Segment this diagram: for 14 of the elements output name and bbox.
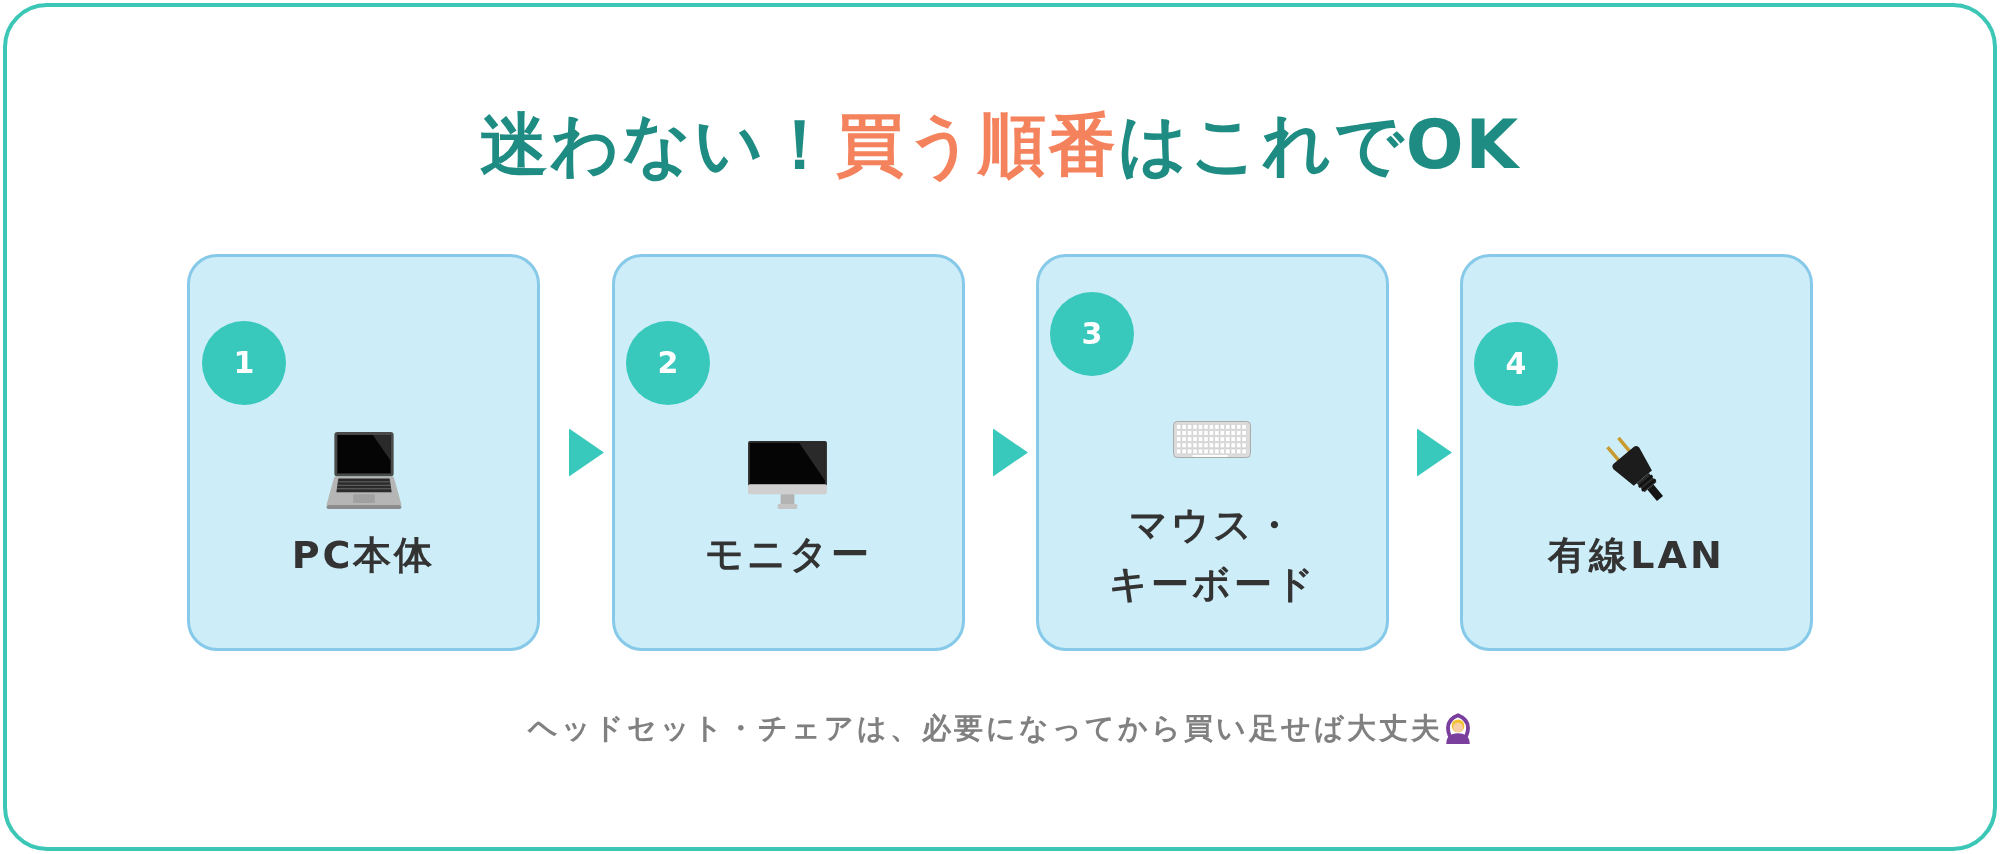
step-number: 3 — [1050, 292, 1134, 376]
step-number: 1 — [202, 321, 286, 405]
step-label: 有線LAN — [1548, 531, 1725, 579]
step-label: モニター — [705, 530, 872, 578]
step-label: PC本体 — [291, 531, 436, 579]
step-number: 2 — [626, 321, 710, 405]
step-number: 4 — [1474, 322, 1558, 406]
step-label: マウス・キーボード — [1107, 502, 1318, 608]
step-card — [1460, 254, 1813, 651]
step-card — [187, 254, 540, 651]
step-card — [612, 254, 965, 651]
step-card — [1036, 254, 1389, 651]
title: 迷わない！買う順番はこれでOK — [479, 104, 1521, 186]
note-text: ヘッドセット・チェアは、必要になってから買い足せば大丈夫 — [527, 710, 1443, 747]
